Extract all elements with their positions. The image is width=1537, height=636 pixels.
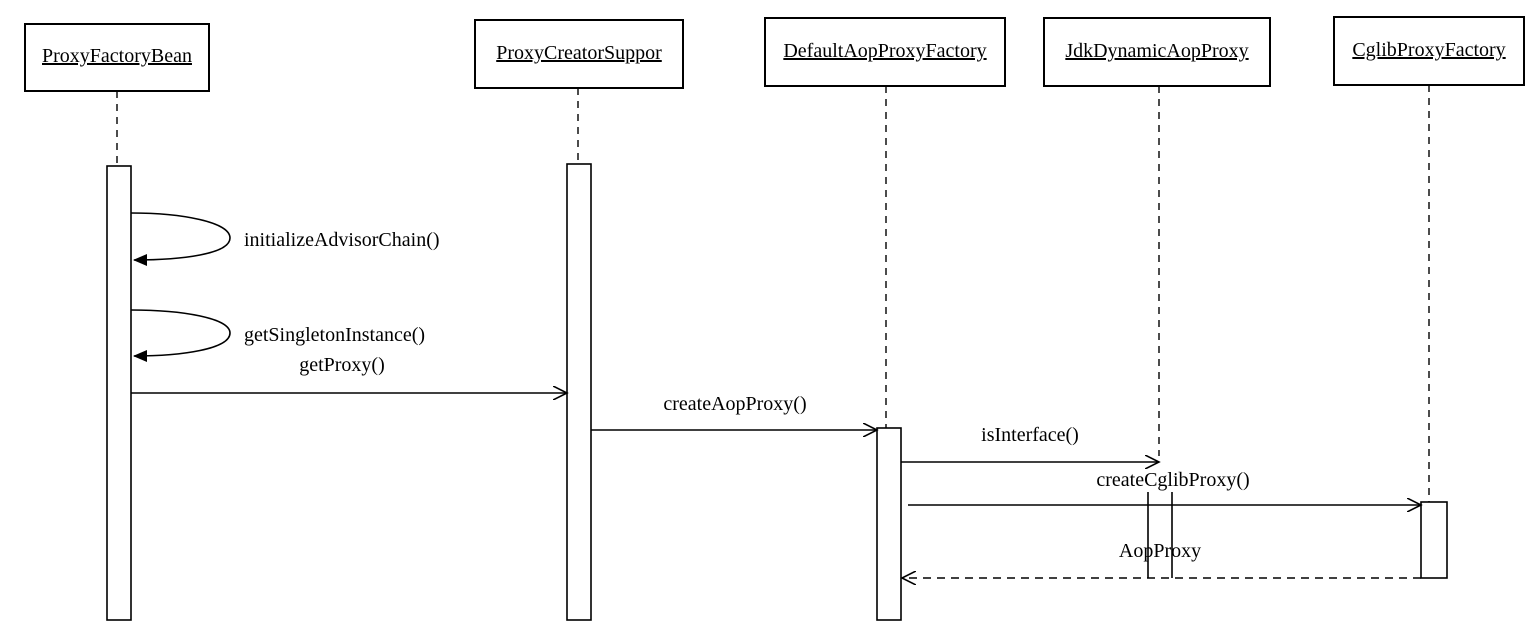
message-get-singleton-instance: getSingletonInstance() (130, 309, 425, 362)
message-is-interface: isInterface() (901, 424, 1159, 462)
participant-default-aop-proxy-factory: DefaultAopProxyFactory (764, 17, 1006, 621)
message-create-cglib-proxy: createCglibProxy() (908, 469, 1421, 505)
participant-label: CglibProxyFactory (1352, 39, 1505, 61)
message-label: getSingletonInstance() (244, 324, 425, 346)
message-label: createCglibProxy() (1096, 469, 1249, 491)
participant-label: ProxyFactoryBean (42, 45, 192, 67)
participant-label: DefaultAopProxyFactory (783, 40, 986, 62)
message-get-proxy: getProxy() (131, 354, 567, 393)
message-label: getProxy() (299, 354, 385, 376)
activation-bar (566, 163, 592, 621)
participant-box (1043, 17, 1271, 87)
participant-cglib-proxy-factory: CglibProxyFactory (1333, 16, 1525, 579)
participant-proxy-factory-bean: ProxyFactoryBean (24, 23, 210, 621)
message-label: AopProxy (1119, 540, 1201, 562)
message-initialize-advisor-chain: initializeAdvisorChain() (130, 212, 440, 266)
participant-box (24, 23, 210, 92)
participant-jdk-dynamic-aop-proxy: JdkDynamicAopProxy (1043, 17, 1271, 578)
message-label: createAopProxy() (663, 393, 806, 415)
participant-box (764, 17, 1006, 87)
participant-label: JdkDynamicAopProxy (1065, 40, 1248, 62)
self-call-arrow (130, 212, 231, 266)
activation-bar (106, 165, 132, 621)
participant-box (474, 19, 684, 89)
message-label: initializeAdvisorChain() (244, 229, 440, 251)
message-label: isInterface() (981, 424, 1079, 446)
message-create-aop-proxy: createAopProxy() (591, 393, 877, 430)
participant-label: ProxyCreatorSuppor (496, 42, 662, 64)
activation-bar (876, 427, 902, 621)
message-aop-proxy-return: AopProxy (902, 540, 1421, 578)
self-call-arrow (130, 309, 231, 362)
participant-proxy-creator-support: ProxyCreatorSuppor (474, 19, 684, 621)
activation-bar (1420, 501, 1448, 579)
